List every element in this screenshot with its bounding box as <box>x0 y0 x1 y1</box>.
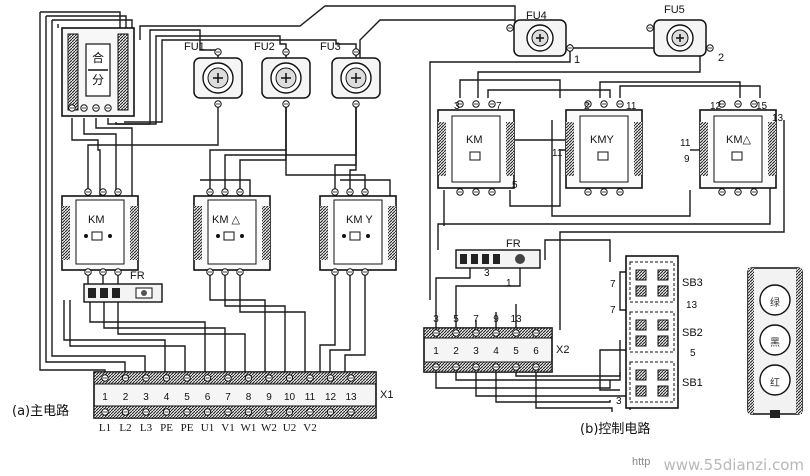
panel-button-red: 红 <box>770 378 780 389</box>
wire-label-sb-7b: 7 <box>610 305 616 316</box>
breaker-off-label: 分 <box>92 73 105 87</box>
x1-terminal-number: 10 <box>283 392 296 403</box>
kmy-terminal-2: 2 <box>584 101 590 112</box>
x1-terminal-label: V2 <box>303 422 317 434</box>
x1-terminal-number: 4 <box>163 392 170 403</box>
x2-terminal-number: 6 <box>533 346 539 357</box>
wire-label-11a: 11 <box>552 148 563 159</box>
km-terminal-7: 7 <box>496 101 502 112</box>
relay-label-control: FR <box>506 238 521 250</box>
x1-name: X1 <box>380 389 394 401</box>
contactor-group-main <box>61 188 397 276</box>
x1-terminal-number: 1 <box>102 392 108 403</box>
x2-top-number: 3 <box>433 314 439 325</box>
x2-terminal-number: 2 <box>453 346 459 357</box>
panel-button-green: 绿 <box>770 298 780 309</box>
contactor-group-control <box>437 100 777 196</box>
fuse-label-fu5: FU5 <box>664 4 685 16</box>
x1-terminal-label: L3 <box>139 422 153 434</box>
fuse-label-fu1: FU1 <box>184 41 205 53</box>
x2-terminal-number: 1 <box>433 346 439 357</box>
caption-control: (b)控制电路 <box>580 422 651 437</box>
fuse-group-main <box>193 48 381 108</box>
terminal-block-x2 <box>423 327 553 373</box>
x2-top-number: 7 <box>473 314 479 325</box>
relay-label-main: FR <box>130 270 145 282</box>
x2-name: X2 <box>556 344 570 356</box>
x2-terminal-number: 5 <box>513 346 519 357</box>
x1-terminal-number: 2 <box>122 392 129 403</box>
fu4-wire-label: 1 <box>574 54 581 66</box>
button-label-sb1: SB1 <box>682 377 703 389</box>
panel-button-black: 黑 <box>770 338 780 349</box>
x1-terminal-number: 12 <box>324 392 337 403</box>
wire-label-sb-7a: 7 <box>610 279 616 290</box>
x1-terminal-number: 7 <box>225 392 231 403</box>
wire-label-sb-3: 3 <box>616 396 622 407</box>
control-contactor-label-kmy: KMY <box>590 134 614 146</box>
fuse-group-control <box>506 19 714 57</box>
x2-top-number: 9 <box>493 314 499 325</box>
x2-top-number: 13 <box>510 314 522 325</box>
x1-terminal-number: 9 <box>266 392 272 403</box>
pushbutton-stack <box>625 255 679 409</box>
contactor-label-km-y: KM Y <box>346 214 373 226</box>
x1-terminal-label: U2 <box>282 422 297 434</box>
contactor-label-km-delta: KM △ <box>212 214 241 226</box>
kmy-terminal-11: 11 <box>626 101 637 112</box>
x1-terminal-number: 11 <box>304 392 316 403</box>
fuse-label-fu2: FU2 <box>254 41 275 53</box>
x2-terminal-number: 3 <box>473 346 479 357</box>
control-contactor-label-kmd: KM△ <box>726 134 751 146</box>
kmd-terminal-12: 12 <box>710 101 722 112</box>
kmd-terminal-13: 13 <box>772 113 784 124</box>
contactor-label-km: KM <box>88 214 105 226</box>
x1-terminal-label: W2 <box>261 422 277 434</box>
x1-terminal-label: L2 <box>119 422 132 434</box>
x1-terminal-label: PE <box>180 422 194 434</box>
thermal-relay-control <box>455 249 541 269</box>
wire-label-5: 5 <box>512 180 518 191</box>
x2-terminal-number: 4 <box>493 346 499 357</box>
x1-terminal-number: 6 <box>204 392 211 403</box>
watermark: www.55dianzi.com <box>663 456 804 474</box>
x1-terminal-label: PE <box>160 422 173 434</box>
fu5-wire-label: 2 <box>718 52 725 64</box>
terminal-block-x1 <box>93 371 377 419</box>
x2-top-number: 5 <box>453 314 459 325</box>
x1-terminal-label: W1 <box>240 422 257 434</box>
wire-label-9: 9 <box>684 154 690 165</box>
x1-terminal-label: U1 <box>200 422 215 434</box>
main-breaker <box>61 27 135 117</box>
breaker-on-label: 合 <box>92 51 105 65</box>
wire-label-11b: 11 <box>680 138 691 149</box>
kmd-terminal-15: 15 <box>756 101 768 112</box>
watermark-prefix: http <box>632 456 651 468</box>
control-contactor-label-km: KM <box>466 134 483 146</box>
wire-label-sb-13: 13 <box>686 300 698 311</box>
x1-terminal-number: 13 <box>345 392 357 403</box>
button-label-sb3: SB3 <box>682 277 703 289</box>
wire-label-sb-5: 5 <box>690 348 696 359</box>
fuse-label-fu4: FU4 <box>526 10 547 22</box>
x1-terminal-number: 8 <box>245 392 252 403</box>
button-label-sb2: SB2 <box>682 327 703 339</box>
fr-wire-label-3: 3 <box>484 268 490 279</box>
fr-wire-label-1: 1 <box>506 278 512 289</box>
button-panel <box>747 267 803 418</box>
km-terminal-3: 3 <box>454 101 460 112</box>
x1-terminal-label: V1 <box>221 422 235 434</box>
x1-terminal-number: 5 <box>184 392 190 403</box>
fuse-label-fu3: FU3 <box>320 41 341 53</box>
caption-main: (a)主电路 <box>12 404 70 419</box>
x1-terminal-number: 3 <box>143 392 149 403</box>
x1-terminal-label: L1 <box>98 422 112 434</box>
thermal-relay-main <box>83 283 163 303</box>
